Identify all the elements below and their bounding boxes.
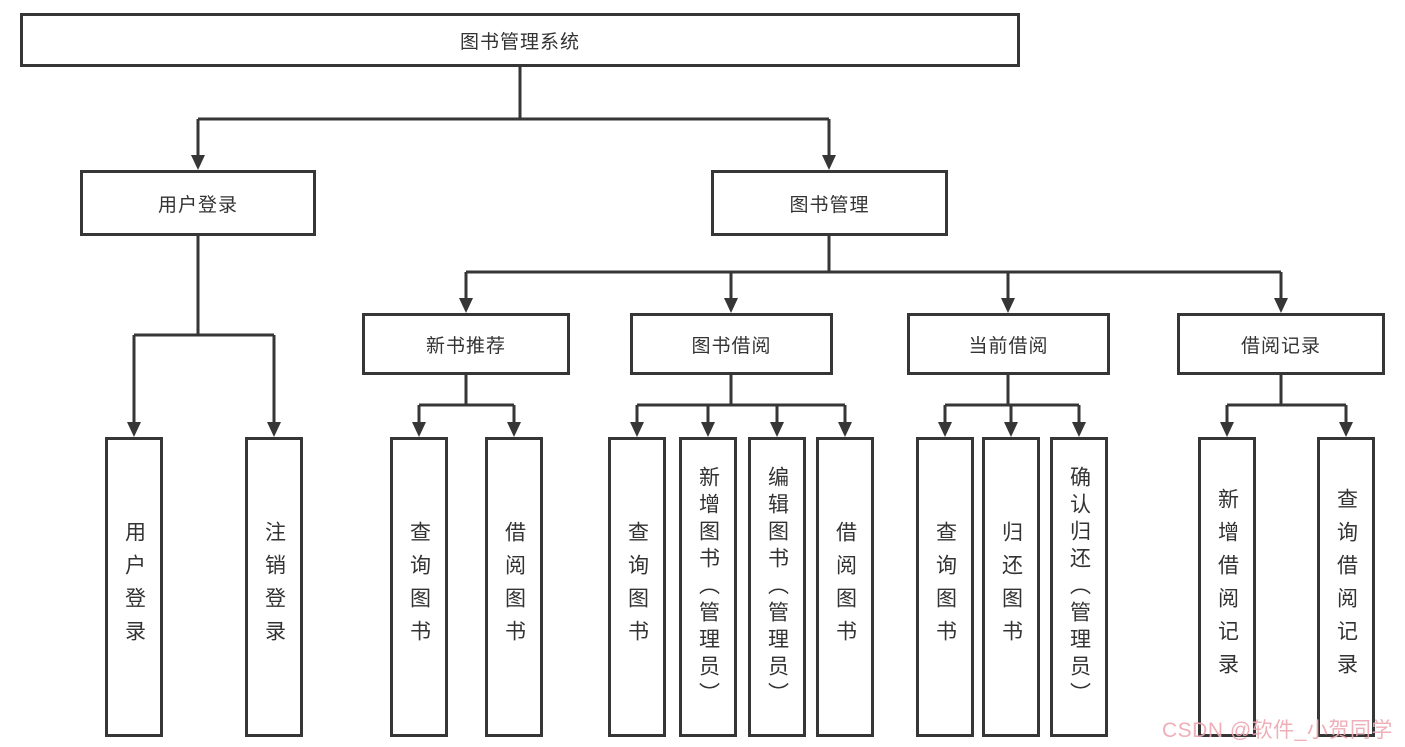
node-login-label: 用户登录 — [122, 521, 146, 653]
node-logout: 注销登录 — [245, 437, 303, 737]
node-cb-confirm-return: 确认归还（管理员） — [1050, 437, 1108, 737]
node-br-add-record-label: 新增借阅记录 — [1215, 488, 1239, 686]
node-bb-borrow-books-label: 借阅图书 — [833, 521, 857, 653]
node-borrow-records-label: 借阅记录 — [1240, 335, 1321, 357]
node-cb-return-books: 归还图书 — [982, 437, 1040, 737]
node-bb-add-books: 新增图书（管理员） — [679, 437, 737, 737]
node-bb-query-books-label: 查询图书 — [625, 521, 649, 653]
node-cb-return-books-label: 归还图书 — [999, 521, 1023, 653]
node-book-management-label: 图书管理 — [789, 194, 870, 216]
node-logout-label: 注销登录 — [262, 521, 286, 653]
node-rec-query-books-label: 查询图书 — [407, 521, 431, 653]
watermark: CSDN @软件_小贺同学 — [1162, 719, 1393, 742]
node-cb-query-books: 查询图书 — [916, 437, 974, 737]
node-cb-query-books-label: 查询图书 — [933, 521, 957, 653]
node-bb-add-books-label: 新增图书（管理员） — [696, 465, 720, 709]
node-borrow-records: 借阅记录 — [1177, 313, 1385, 375]
node-current-borrow: 当前借阅 — [907, 313, 1110, 375]
node-current-borrow-label: 当前借阅 — [968, 335, 1049, 357]
node-book-borrow: 图书借阅 — [630, 313, 833, 375]
node-user-login: 用户登录 — [80, 170, 316, 236]
node-br-query-record-label: 查询借阅记录 — [1334, 488, 1358, 686]
node-rec-borrow-books: 借阅图书 — [485, 437, 543, 737]
node-root-label: 图书管理系统 — [459, 31, 580, 53]
node-rec-borrow-books-label: 借阅图书 — [502, 521, 526, 653]
node-bb-edit-books: 编辑图书（管理员） — [748, 437, 806, 737]
node-new-book-recommend: 新书推荐 — [362, 313, 570, 375]
node-bb-borrow-books: 借阅图书 — [816, 437, 874, 737]
node-root: 图书管理系统 — [20, 13, 1020, 67]
node-br-add-record: 新增借阅记录 — [1198, 437, 1256, 737]
node-login: 用户登录 — [105, 437, 163, 737]
node-cb-confirm-return-label: 确认归还（管理员） — [1067, 465, 1091, 709]
node-user-login-label: 用户登录 — [157, 194, 238, 216]
node-book-borrow-label: 图书借阅 — [691, 335, 772, 357]
node-bb-edit-books-label: 编辑图书（管理员） — [765, 465, 789, 709]
node-rec-query-books: 查询图书 — [390, 437, 448, 737]
node-br-query-record: 查询借阅记录 — [1317, 437, 1375, 737]
node-bb-query-books: 查询图书 — [608, 437, 666, 737]
node-new-book-recommend-label: 新书推荐 — [425, 335, 506, 357]
node-book-management: 图书管理 — [711, 170, 948, 236]
